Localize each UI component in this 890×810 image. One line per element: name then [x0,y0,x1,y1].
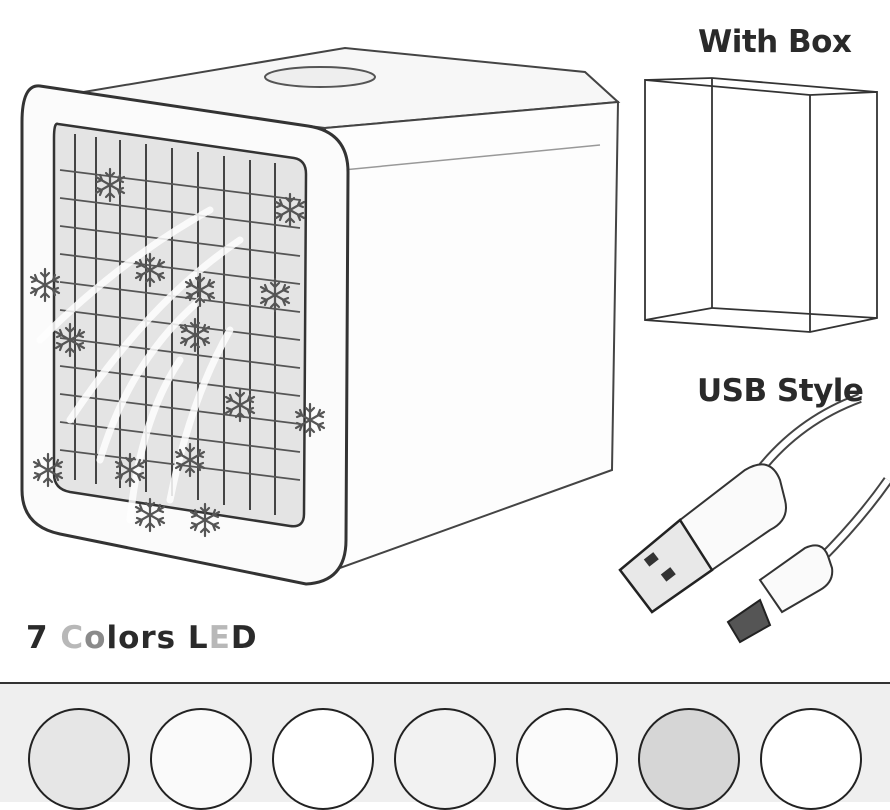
colors-led-number: 7 [26,620,49,656]
box-outline-icon [644,77,878,333]
seven-colors-led-label: 7 Colors LED [26,620,258,656]
colors-led-e: E [208,620,231,656]
colors-led-c: C [60,620,85,656]
colors-led-l: L [187,620,209,656]
colors-led-lors: lors [106,620,177,656]
usb-style-label: USB Style [697,373,864,409]
with-box-label: With Box [698,24,852,60]
led-color-swatch [28,708,130,810]
led-color-swatch [150,708,252,810]
led-color-swatch [638,708,740,810]
power-knob [264,66,376,88]
led-color-swatch [394,708,496,810]
colors-led-o: o [84,620,107,656]
led-color-swatch [760,708,862,810]
led-color-swatch [516,708,618,810]
colors-led-d: D [230,620,258,656]
usb-cable-icon [618,393,890,644]
air-cooler [20,46,621,586]
led-color-swatch [272,708,374,810]
